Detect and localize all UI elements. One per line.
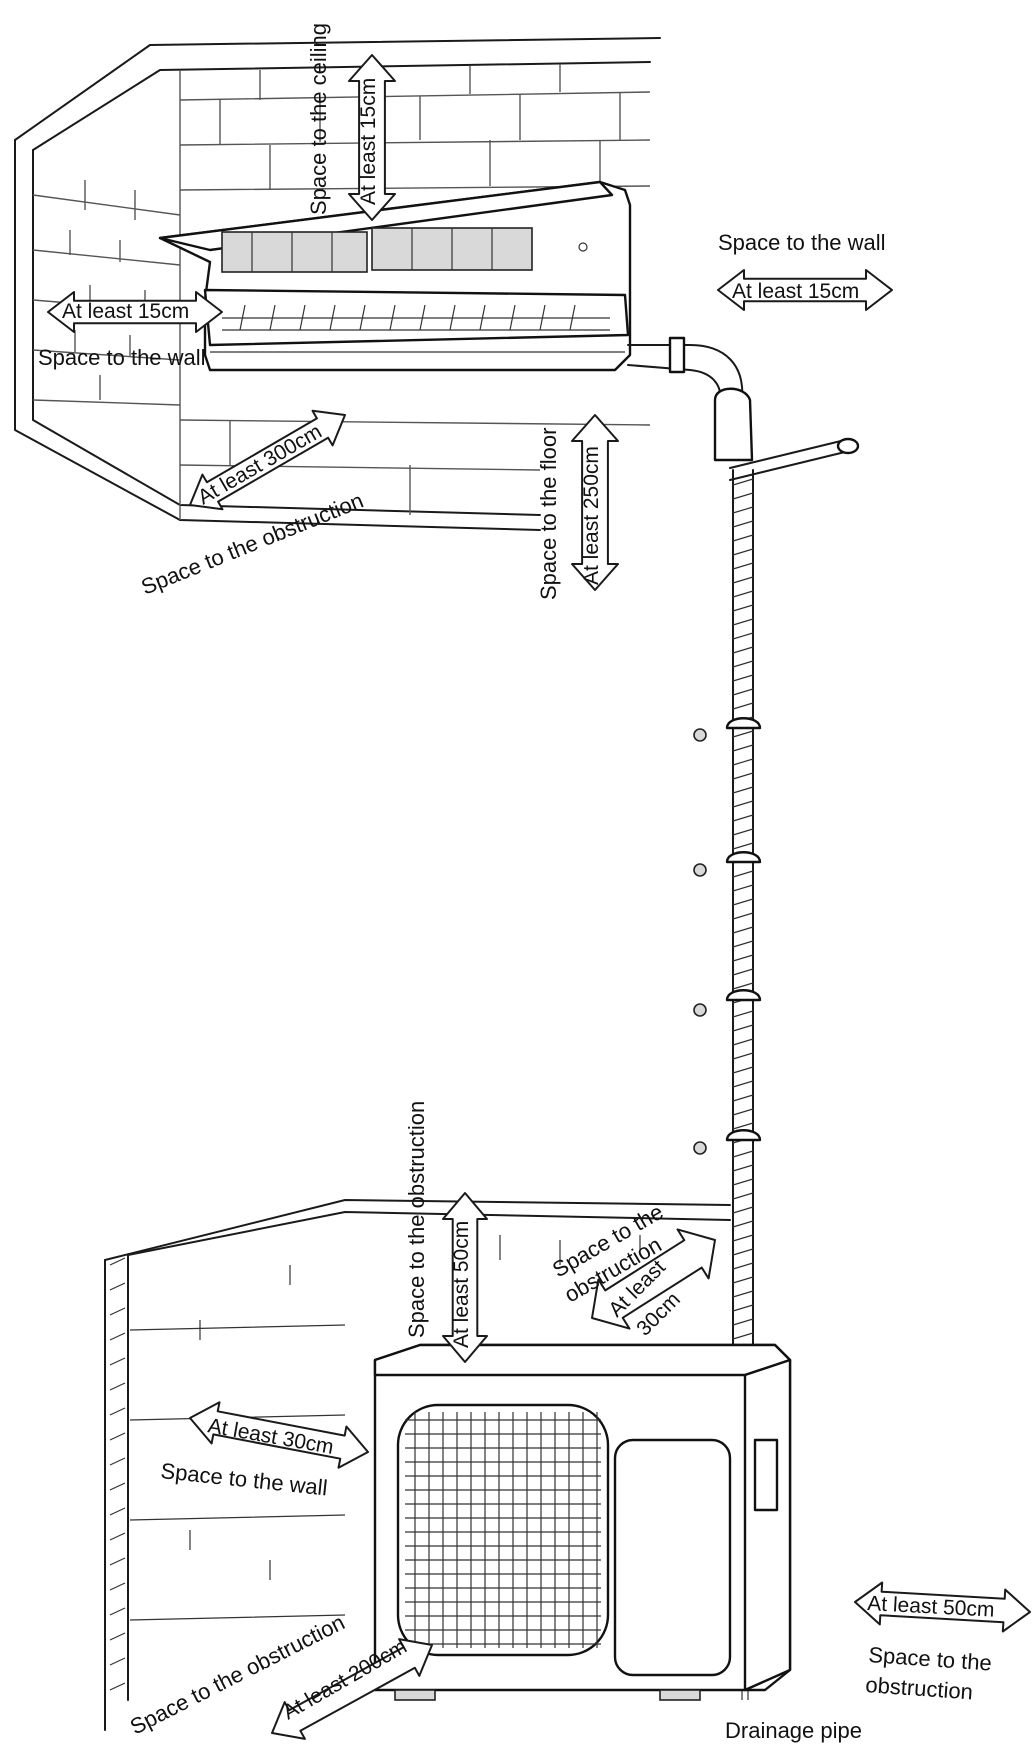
ceiling-label: Space to the ceiling <box>306 23 331 215</box>
outdoor-back-arrow <box>591 1228 716 1330</box>
wall-left-arrow <box>47 291 223 333</box>
wall-right-arrow <box>717 269 893 311</box>
wall-left-arrow-value: At least 15cm <box>62 300 189 323</box>
outdoor-unit <box>373 1343 792 1701</box>
outdoor-side-label-2: obstruction <box>865 1672 974 1704</box>
outdoor-front-arrow <box>271 1638 433 1740</box>
floor-arrow-value: At least 250cm <box>580 446 603 585</box>
wall-right-arrow-value: At least 15cm <box>732 280 859 303</box>
outdoor-wall-arrow <box>189 1401 369 1469</box>
ceiling-arrow-value: At least 15cm <box>357 78 380 205</box>
wall-left-label: Space to the wall <box>38 345 206 370</box>
ceiling-arrow <box>348 54 396 221</box>
obstruction-label: Space to the obstruction <box>138 488 367 600</box>
outdoor-side-label-1: Space to the <box>868 1642 993 1676</box>
drainage-pipe-label: Drainage pipe <box>725 1718 862 1743</box>
obstruction-arrow <box>189 409 346 511</box>
floor-arrow <box>571 414 619 591</box>
outdoor-wall-label: Space to the wall <box>159 1458 328 1500</box>
floor-label: Space to the floor <box>536 428 561 600</box>
obstruction-arrow-value: At least 300cm <box>194 420 326 509</box>
wall-right-label: Space to the wall <box>718 230 886 255</box>
indoor-unit <box>158 180 632 372</box>
outdoor-top-arrow <box>442 1192 488 1363</box>
pipe-clamps <box>693 717 762 1155</box>
outdoor-side-arrow <box>854 1581 1031 1633</box>
outdoor-top-label: Space to the obstruction <box>404 1101 429 1338</box>
clearance-arrows <box>47 54 1031 1740</box>
outdoor-top-arrow-value: At least 50cm <box>450 1221 473 1348</box>
